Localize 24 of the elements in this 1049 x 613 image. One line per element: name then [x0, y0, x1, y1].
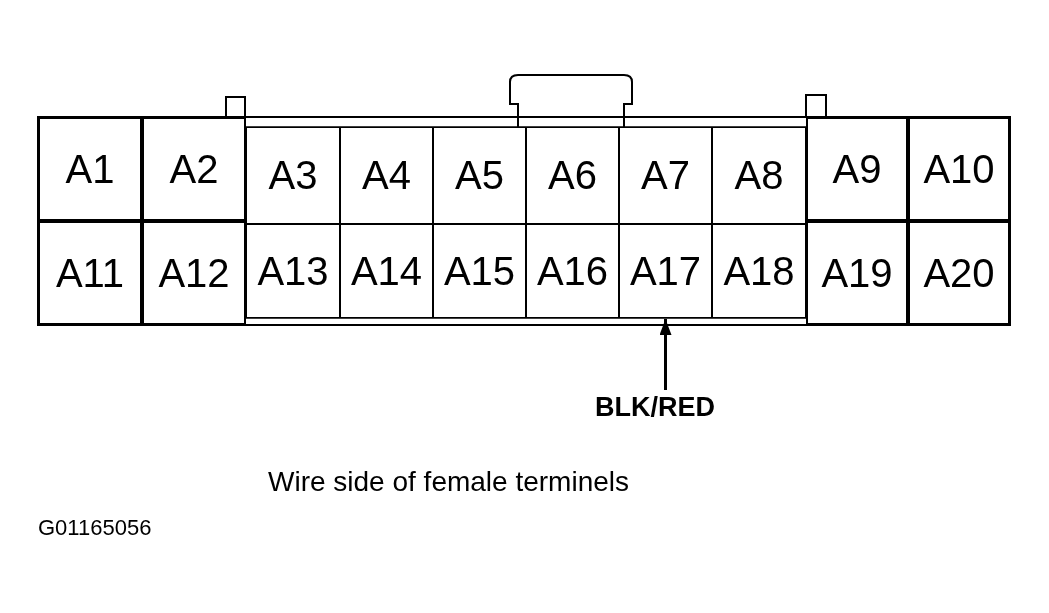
- terminal-cell: A1: [38, 117, 142, 221]
- terminal-cell: A20: [908, 221, 1010, 325]
- leader-arrow: [659, 319, 672, 390]
- terminal-cell: A17: [619, 224, 712, 318]
- terminal-cell: A2: [142, 117, 246, 221]
- figure-number: G01165056: [38, 515, 152, 541]
- terminal-cell: A14: [340, 224, 433, 318]
- terminal-cell: A7: [619, 127, 712, 224]
- terminal-cell: A10: [908, 117, 1010, 221]
- terminal-cell: A9: [806, 117, 908, 221]
- caption: Wire side of female terminels: [268, 466, 629, 498]
- terminal-cell: A18: [712, 224, 806, 318]
- terminal-cell: A3: [246, 127, 340, 224]
- wire-color-label: BLK/RED: [595, 392, 715, 423]
- terminal-cell: A6: [526, 127, 619, 224]
- terminal-cell: A15: [433, 224, 526, 318]
- terminal-cell: A13: [246, 224, 340, 318]
- terminal-cell: A5: [433, 127, 526, 224]
- terminal-cell: A19: [806, 221, 908, 325]
- terminal-cell: A11: [38, 221, 142, 325]
- terminal-cell: A4: [340, 127, 433, 224]
- terminal-cell: A8: [712, 127, 806, 224]
- terminal-cell: A12: [142, 221, 246, 325]
- terminal-cell: A16: [526, 224, 619, 318]
